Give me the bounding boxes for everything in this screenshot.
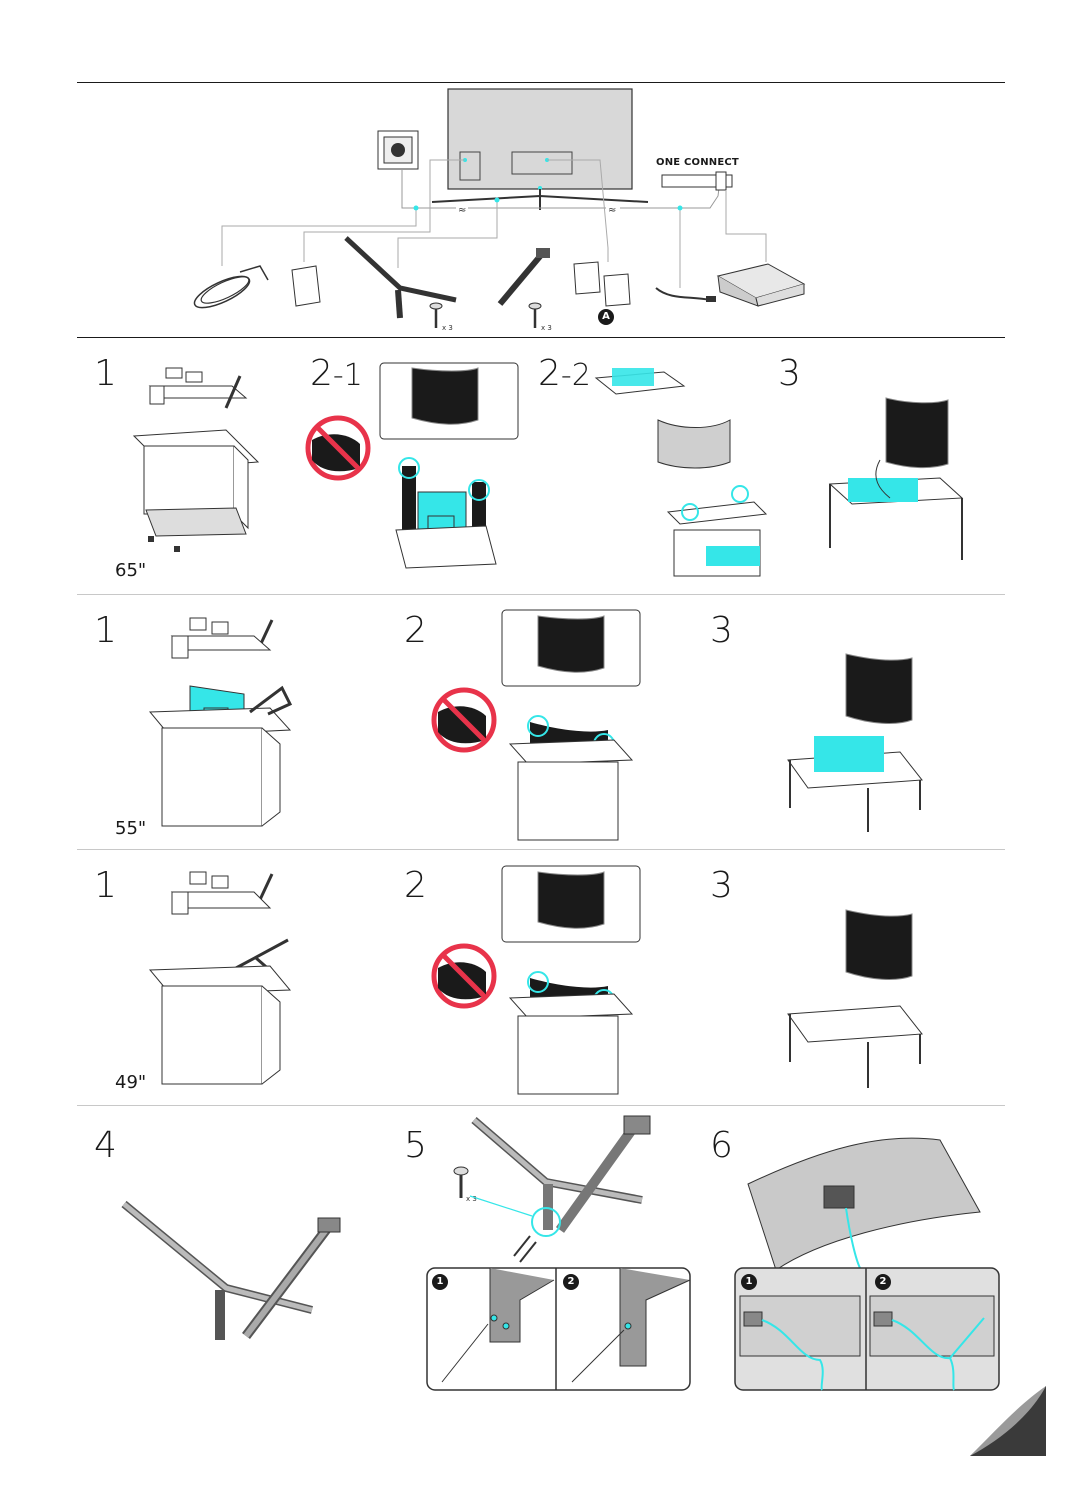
tv-size-label: 55" [115, 818, 147, 839]
top-rule [77, 82, 1005, 83]
one-connect-label: ONE CONNECT [656, 157, 739, 168]
tv-size-label: 65" [115, 560, 147, 581]
step-number: 2-2 [538, 353, 591, 394]
components-diagram: ≈ ≈ [193, 88, 806, 328]
inset-badge: 2 [563, 1274, 579, 1290]
screw-qty-label: x 3 [442, 324, 453, 332]
step-number: 6 [710, 1125, 733, 1166]
step-1-65-illustration [132, 362, 964, 577]
marker-a: A [598, 309, 614, 325]
section-49-illustrations [148, 865, 923, 1095]
tv-size-label: 49" [115, 1072, 147, 1093]
screw-icon [528, 302, 542, 328]
step-number: 1 [94, 353, 117, 394]
section-rule [77, 594, 1005, 595]
screw-qty-label: x 3 [541, 324, 552, 332]
section-rule [77, 337, 1005, 338]
step-number: 1 [94, 610, 117, 651]
section-rule [77, 1105, 1005, 1106]
section-rule [77, 849, 1005, 850]
step-number: 2-1 [310, 353, 363, 394]
screw-qty-label: x 3 [466, 1195, 477, 1203]
inset-badge: 2 [875, 1274, 891, 1290]
step-number: 3 [710, 610, 733, 651]
step-number: 3 [710, 865, 733, 906]
step-number: 3 [778, 353, 801, 394]
inset-badge: 1 [741, 1274, 757, 1290]
step-number: 2 [404, 865, 427, 906]
step-number: 1 [94, 865, 117, 906]
svg-text:≈: ≈ [458, 205, 466, 216]
section-55-illustrations [148, 609, 923, 841]
svg-text:≈: ≈ [608, 205, 616, 216]
step-number: 2 [404, 610, 427, 651]
screw-icon [453, 1166, 469, 1198]
screw-icon [429, 302, 443, 328]
step-number: 5 [404, 1125, 427, 1166]
inset-badge: 1 [432, 1274, 448, 1290]
step-number: 4 [94, 1125, 117, 1166]
